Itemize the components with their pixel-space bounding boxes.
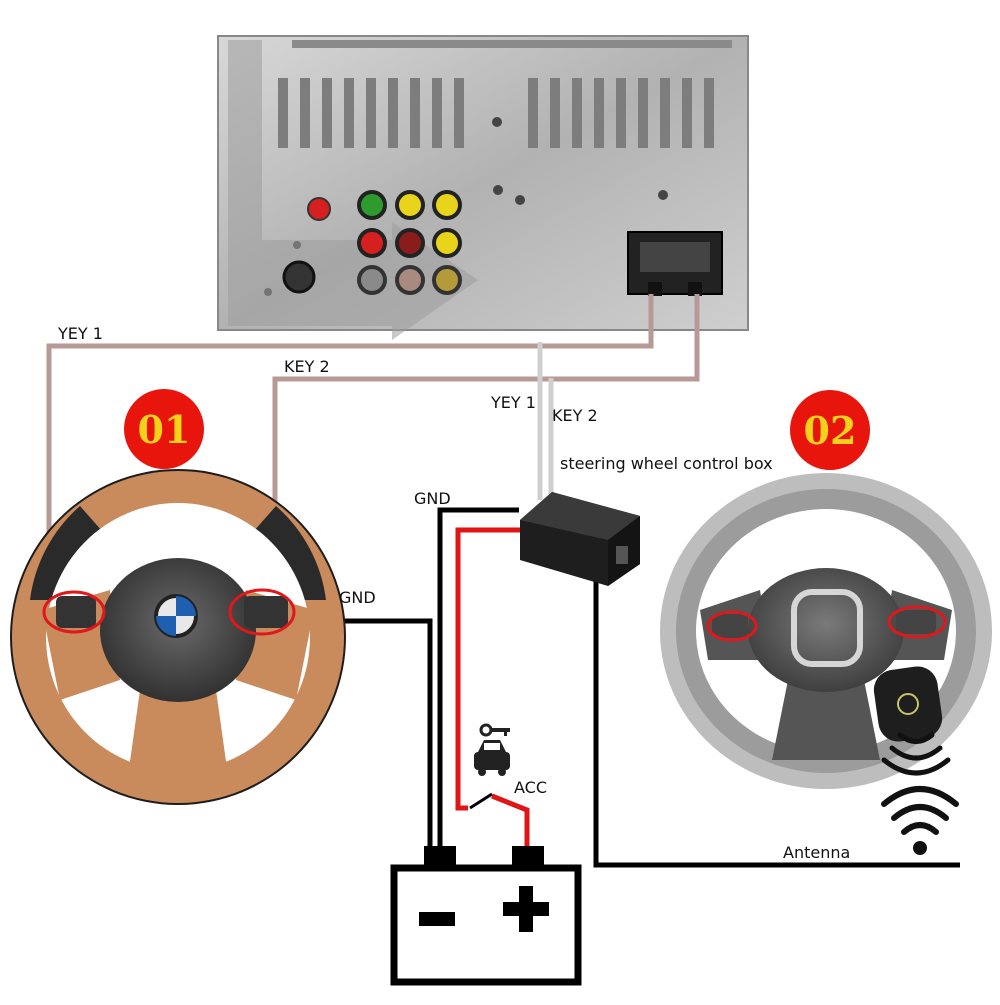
label-antenna: Antenna [783,843,851,862]
ground-wires [335,507,960,868]
iso-connector [627,231,723,296]
wireless-remote [873,666,943,742]
steering-wheel-02 [660,473,992,789]
box-lead-wires [537,342,554,500]
label-control-box: steering wheel control box [560,454,773,473]
wire-key2 [272,294,700,508]
battery-minus-symbol [412,884,462,954]
signal-wires [46,294,700,595]
car-key-icon [474,723,510,776]
label-acc: ACC [514,778,548,797]
badge-wheel-02: 02 [790,390,870,470]
wire-gnd-top [437,507,519,850]
label-yey1-left: YEY 1 [58,324,103,343]
label-yey1-mid: YEY 1 [491,393,536,412]
antenna-wifi-icon [881,786,959,835]
steering-wheel-01 [10,469,346,805]
remote-signal-icon [881,732,951,776]
steering-control-box [520,492,640,586]
wire-yey1 [46,294,654,595]
vent-right [528,78,714,148]
wheel01-left-buttons [42,590,106,634]
battery-plus-symbol [503,886,549,932]
acc-switch [469,792,493,810]
label-key2-mid: KEY 2 [552,406,598,425]
badge-wheel-01: 01 [124,389,204,469]
acc-wire [455,527,530,850]
head-unit-rear [217,35,749,340]
label-gnd-left: GND [339,588,376,607]
wheel02-right-buttons [887,605,947,639]
wheel02-left-buttons [706,610,758,642]
antenna-dot [913,841,927,855]
rca-jacks [282,190,462,295]
label-gnd-top: GND [414,489,451,508]
wire-antenna [593,580,960,868]
wheel01-right-buttons [228,588,296,636]
label-key2-left: KEY 2 [284,357,330,376]
vent-left [278,78,464,148]
wire-gnd-left [335,618,433,850]
